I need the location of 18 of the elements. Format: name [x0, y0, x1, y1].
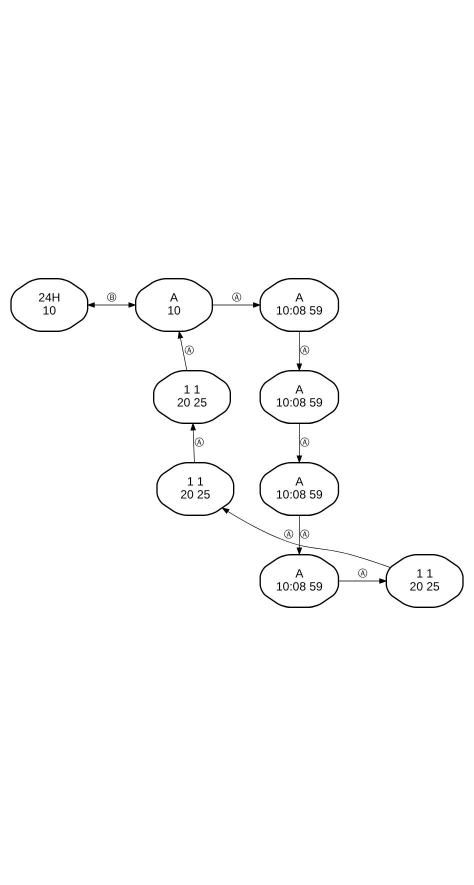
edge-label: Ⓐ: [300, 436, 309, 448]
edge-label: Ⓐ: [284, 528, 293, 540]
arrow: [178, 330, 188, 370]
arrow: [296, 422, 302, 464]
arrow: [190, 422, 196, 462]
edge-label: Ⓐ: [300, 344, 309, 356]
edge-label: Ⓐ: [300, 528, 309, 540]
arrow: [86, 302, 136, 308]
arrow: [338, 578, 388, 584]
edge-label: Ⓐ: [232, 292, 241, 303]
arrow: [296, 330, 302, 372]
edge-label: Ⓑ: [107, 292, 116, 303]
arrow: [296, 514, 302, 556]
arrow: [221, 506, 390, 568]
edge-label: Ⓐ: [184, 344, 194, 356]
edge-label: Ⓐ: [358, 568, 367, 579]
arrow: [212, 302, 262, 308]
edge-label: Ⓐ: [194, 436, 204, 448]
